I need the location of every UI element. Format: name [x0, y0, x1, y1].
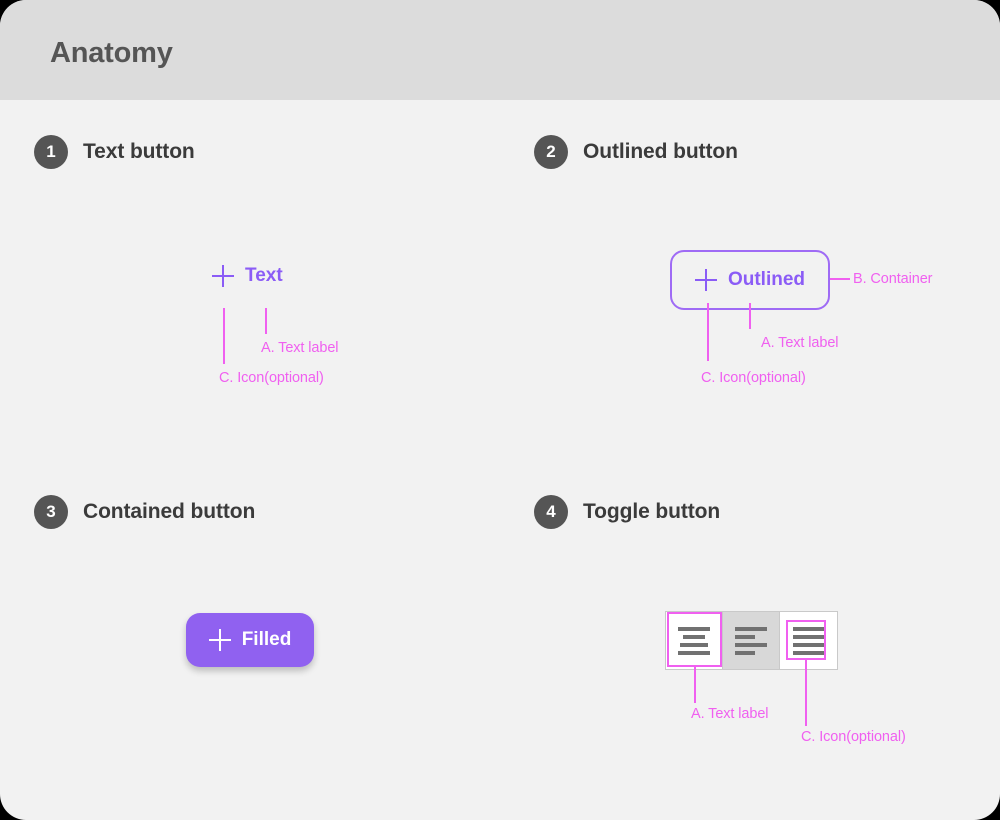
highlight-box-icon-4: [786, 620, 826, 660]
leader-line-icon-4: [805, 660, 807, 726]
plus-icon: [212, 265, 234, 287]
section-title-3: Contained button: [83, 500, 256, 523]
text-button-label: Text: [245, 265, 283, 286]
section-badge-4: 4: [534, 495, 568, 529]
toggle-button-align-center[interactable]: [666, 612, 723, 669]
outlined-button[interactable]: Outlined: [670, 250, 830, 310]
leader-line-icon-1: [223, 308, 225, 364]
section-heading-contained-button: 3 Contained button: [34, 495, 255, 529]
leader-line-label-2: [749, 303, 751, 329]
section-title-4: Toggle button: [583, 500, 721, 523]
outlined-button-label: Outlined: [727, 269, 806, 290]
section-heading-outlined-button: 2 Outlined button: [534, 135, 738, 169]
section-badge-3: 3: [34, 495, 68, 529]
toggle-button-align-left[interactable]: [723, 612, 780, 669]
annotation-container-2: B. Container: [853, 271, 933, 287]
filled-button[interactable]: Filled: [186, 613, 314, 667]
text-button[interactable]: Text: [212, 265, 283, 287]
section-badge-1: 1: [34, 135, 68, 169]
section-badge-2: 2: [534, 135, 568, 169]
annotation-icon-2: C. Icon(optional): [701, 370, 806, 386]
annotation-icon-4: C. Icon(optional): [801, 729, 906, 745]
annotation-text-label-4: A. Text label: [691, 706, 769, 722]
leader-line-icon-2: [707, 303, 709, 361]
annotation-text-label-1: A. Text label: [261, 340, 339, 356]
align-center-icon: [678, 626, 710, 655]
filled-button-label: Filled: [241, 629, 292, 650]
section-title-2: Outlined button: [583, 140, 738, 163]
highlight-box-text-label-4: [667, 612, 722, 667]
section-heading-toggle-button: 4 Toggle button: [534, 495, 720, 529]
leader-line-label-4: [694, 667, 696, 703]
section-title-1: Text button: [83, 140, 195, 163]
plus-icon: [208, 629, 231, 651]
page-header: Anatomy: [0, 0, 1000, 100]
align-justify-icon: [792, 626, 825, 655]
section-heading-text-button: 1 Text button: [34, 135, 195, 169]
annotation-icon-1: C. Icon(optional): [219, 370, 324, 386]
align-left-icon: [735, 626, 767, 655]
page-title: Anatomy: [50, 37, 173, 69]
leader-line-container-2: [830, 278, 850, 280]
plus-icon: [694, 269, 717, 291]
leader-line-label-1: [265, 308, 267, 334]
annotation-text-label-2: A. Text label: [761, 335, 839, 351]
